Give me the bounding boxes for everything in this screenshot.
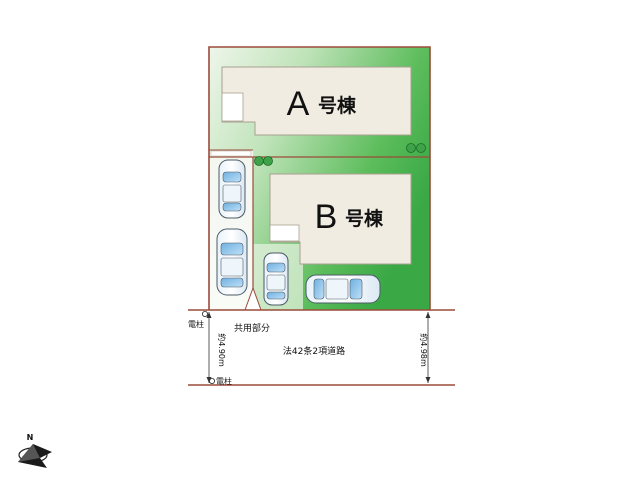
car-icon	[263, 252, 289, 306]
building-a-letter: A	[287, 85, 310, 123]
compass-north-label: N	[27, 433, 34, 442]
tree-icon	[254, 156, 264, 166]
road: 法42条2項道路	[188, 309, 455, 386]
building-a-suffix: 号棟	[318, 94, 357, 117]
building-b-suffix: 号棟	[345, 207, 384, 230]
tree-icon	[406, 143, 416, 153]
building-a-porch	[221, 92, 244, 122]
lot-boundary	[208, 46, 431, 310]
building-b: B 号棟	[269, 173, 412, 265]
dimension-right-label: 約4.98m	[419, 333, 429, 367]
dimension-left-label: 約4.90m	[217, 333, 227, 367]
utility-pole-label: 電柱	[188, 319, 204, 329]
building-a: A 号棟	[221, 66, 412, 136]
utility-pole-label: 電柱	[216, 376, 232, 386]
car-icon	[218, 159, 246, 219]
utility-pole-top: 電柱	[188, 310, 208, 329]
entry-step	[210, 150, 252, 157]
tree-icon	[263, 156, 273, 166]
trees	[254, 143, 426, 166]
shared-portion-label: 共用部分	[234, 322, 270, 334]
car-icon	[305, 274, 381, 304]
shared-portion: 共用部分	[234, 286, 270, 334]
compass: N	[18, 433, 52, 468]
building-b-footprint	[269, 173, 412, 265]
tree-icon	[416, 143, 426, 153]
building-a-footprint	[221, 66, 412, 136]
utility-pole-icon	[201, 310, 208, 317]
building-b-letter: B	[315, 198, 338, 236]
dimension-right: 約4.98m	[419, 312, 431, 383]
building-b-porch	[269, 224, 300, 242]
dimension-left: 約4.90m	[206, 312, 227, 383]
car-icon	[216, 228, 248, 296]
road-label: 法42条2項道路	[283, 345, 345, 357]
